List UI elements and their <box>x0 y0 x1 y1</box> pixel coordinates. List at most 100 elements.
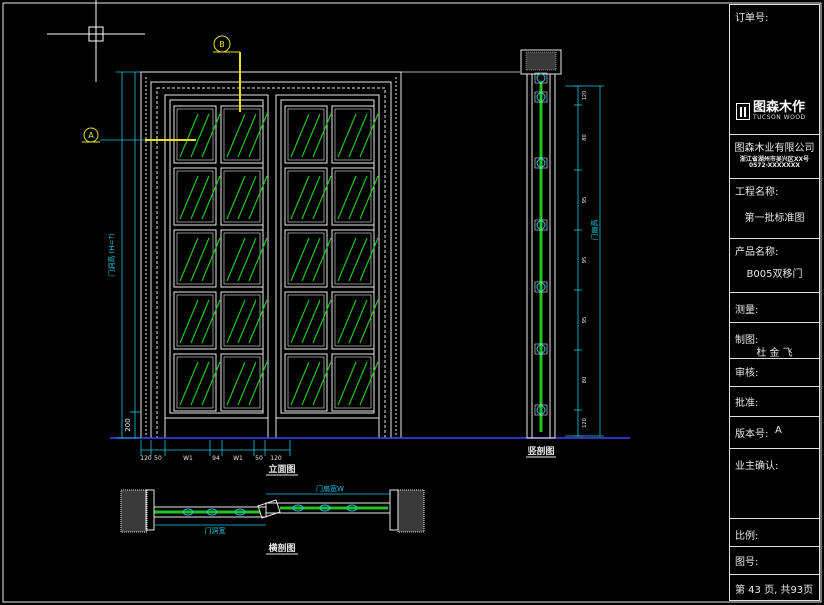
product-value: B005双移门 <box>746 269 803 280</box>
approve-row: 批准: <box>730 387 819 417</box>
left-leaf-glass-panes <box>173 105 268 412</box>
bottom-dim-label: 50 <box>255 455 263 462</box>
plan-node <box>292 504 304 512</box>
section-dim-label: 120 <box>582 91 588 101</box>
section-dim-label: 80 <box>582 377 588 383</box>
plan-muntin-nodes <box>182 499 358 519</box>
plan-wall-right <box>397 489 425 533</box>
section-muntin-nodes <box>534 72 548 416</box>
section-node <box>534 72 548 84</box>
scale-row: 比例: <box>730 519 819 547</box>
left-small-dim: 200 <box>124 418 132 431</box>
section-dim-label: 95 <box>582 317 588 323</box>
svg-text:B: B <box>219 40 225 49</box>
review-label: 审核: <box>735 368 759 379</box>
glass-pane <box>331 353 379 412</box>
logo-cn: 图森木作 <box>753 100 806 115</box>
glass-pane <box>220 291 268 350</box>
plan-top-dim: 门扇宽W <box>316 484 344 493</box>
review-row: 审核: <box>730 359 819 387</box>
right-leaf-glass-panes <box>284 105 379 412</box>
glass-pane <box>220 229 268 288</box>
section-node <box>534 91 548 103</box>
plan-node <box>206 508 218 516</box>
door-casing-inner <box>150 81 392 439</box>
section-dimensions <box>565 85 604 437</box>
crosshair-cursor-icon <box>47 0 145 82</box>
callout-a: A <box>82 127 196 143</box>
scale-label: 比例: <box>735 531 759 542</box>
elevation-view: 门洞高 (H=?) 200 A B 1 <box>82 35 630 476</box>
plan-bottom-dim: 门洞宽 <box>205 526 226 535</box>
glass-pane <box>173 167 221 226</box>
glass-pane <box>331 105 379 164</box>
plan-section-view: 门扇宽W 门洞宽 横剖图 <box>120 484 425 555</box>
company-logo: 图森木作 TUCSON WOOD <box>736 101 806 121</box>
bottom-dim-label: 120 <box>270 455 282 462</box>
section-node <box>534 404 548 416</box>
section-title: 竖剖图 <box>527 445 554 457</box>
owner-confirm-label: 业主确认: <box>735 461 779 472</box>
bottom-dim-label: W1 <box>233 455 243 462</box>
project-row: 工程名称: 第一批标准图 <box>730 179 819 239</box>
bottom-dim-label: 120 <box>140 455 152 462</box>
section-node <box>534 281 548 293</box>
drawn-row: 制图: 杜 金 飞 <box>730 323 819 359</box>
version-label: 版本号: <box>735 429 769 440</box>
glass-pane <box>331 167 379 226</box>
project-value: 第一批标准图 <box>744 213 805 224</box>
plan-wall-left <box>120 489 148 533</box>
right-height-label: 门扇高 <box>590 220 599 241</box>
product-row: 产品名称: B005双移门 <box>730 239 819 293</box>
glass-pane <box>284 105 332 164</box>
drawn-value: 杜 金 飞 <box>756 348 793 359</box>
glass-pane <box>220 105 268 164</box>
plan-node <box>182 508 194 516</box>
measure-row: 测量: <box>730 293 819 323</box>
title-block: 订单号: 图森木作 TUCSON WOOD 图森木业有限公司 浙江省湖州市吴兴区… <box>729 4 820 601</box>
owner-confirm-row: 业主确认: <box>730 449 819 519</box>
plan-title: 横剖图 <box>268 542 295 554</box>
glass-pane <box>284 167 332 226</box>
company-address: 浙江省湖州市吴兴区XX号 <box>739 156 810 163</box>
order-no-label: 订单号: <box>735 13 769 24</box>
product-label: 产品名称: <box>735 247 779 258</box>
plan-node <box>234 508 246 516</box>
drawing-no-label: 图号: <box>735 557 759 568</box>
elevation-title: 立面图 <box>268 463 295 475</box>
plan-node <box>346 504 358 512</box>
section-dim-label: 95 <box>582 257 588 263</box>
measure-label: 测量: <box>735 305 759 316</box>
company-phone: 0572-XXXXXXX <box>748 162 801 169</box>
order-no-row: 订单号: <box>730 5 819 135</box>
drawn-label: 制图: <box>735 335 759 346</box>
section-node <box>534 157 548 169</box>
glass-pane <box>220 353 268 412</box>
page-label: 第 43 页, 共93页 <box>735 585 814 596</box>
logo-mark-icon <box>736 102 750 120</box>
glass-pane <box>173 229 221 288</box>
page-row: 第 43 页, 共93页 <box>730 575 819 602</box>
glass-pane <box>173 291 221 350</box>
section-dim-label: 95 <box>582 197 588 203</box>
height-label: 门洞高 (H=?) <box>107 233 116 277</box>
glass-pane <box>331 291 379 350</box>
bottom-dim-label: 94 <box>212 455 220 462</box>
bottom-dimension-chain <box>140 440 291 456</box>
section-dim-label: 120 <box>582 418 588 428</box>
company-name: 图森木业有限公司 <box>734 143 815 154</box>
glass-pane <box>284 291 332 350</box>
plan-meeting-stile <box>257 499 281 519</box>
plan-node <box>319 504 331 512</box>
height-dimension <box>116 71 141 439</box>
bottom-dim-label: 50 <box>154 455 162 462</box>
glass-pane <box>220 167 268 226</box>
drawing-no-row: 图号: <box>730 547 819 575</box>
approve-label: 批准: <box>735 398 759 409</box>
logo-en: TUCSON WOOD <box>753 114 806 121</box>
section-node <box>534 219 548 231</box>
